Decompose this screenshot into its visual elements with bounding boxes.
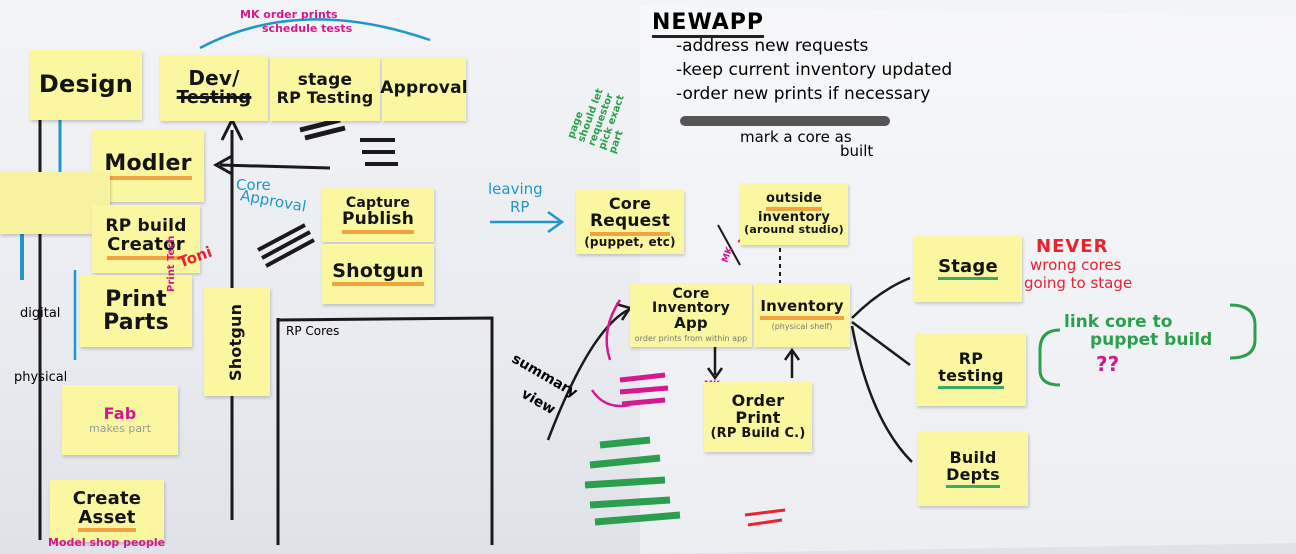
note-dev-struck: Testing <box>176 87 252 109</box>
note-fab-text: Fab <box>103 403 137 423</box>
note-stage-label: Stage <box>938 257 998 281</box>
note-order-1: Order <box>731 391 785 411</box>
note-dev: Dev/ Testing <box>160 55 268 121</box>
note-stage-rp-testing: stage RP Testing <box>270 57 380 121</box>
core-approval-1: Core <box>236 176 271 194</box>
puppet-build-label: puppet build <box>1090 330 1213 350</box>
note-inventory: Inventory (physical shelf) <box>754 283 850 347</box>
note-shotgun-vertical-text: Shotgun <box>226 303 246 381</box>
newapp-bullet-5: built <box>840 142 874 160</box>
note-rp-testing: RP testing <box>916 334 1026 406</box>
newapp-bullet-3: -order new prints if necessary <box>676 84 931 104</box>
note-outside-2: inventory <box>757 209 831 225</box>
print-tech-label: Print Tech <box>166 235 177 292</box>
note-create-text: Create <box>72 487 142 509</box>
note-core-inv-small: order prints from within app <box>634 333 748 343</box>
note-rp-testing-1: RP <box>958 349 984 369</box>
note-shotgun-vertical: Shotgun <box>204 288 270 396</box>
question-marks: ?? <box>1096 352 1120 376</box>
note-inventory-small: (physical shelf) <box>771 321 833 331</box>
link-core-label: link core to <box>1064 312 1173 332</box>
note-order-print: Order Print (RP Build C.) <box>704 382 812 452</box>
note-order-3: (RP Build C.) <box>710 425 806 441</box>
note-core-request: Core Request (puppet, etc) <box>576 190 684 254</box>
model-shop-label: Model shop people <box>48 536 166 549</box>
wrong-cores-label: wrong cores <box>1030 256 1122 274</box>
note-approval: Approval <box>380 57 468 121</box>
physical-label: physical <box>14 370 68 385</box>
note-build-1: Build <box>949 448 997 468</box>
never-label: NEVER <box>1036 236 1109 257</box>
note-design-text: Design <box>38 70 134 99</box>
note-modeler-text: Modler <box>104 152 192 181</box>
newapp-bullet-2: -keep current inventory updated <box>676 60 953 80</box>
mk-order-label: MK order prints <box>240 8 338 21</box>
note-inventory-text: Inventory <box>760 298 844 320</box>
note-stage: Stage <box>914 236 1022 302</box>
note-blurred <box>0 172 110 234</box>
note-capture-text: Capture <box>345 195 411 212</box>
note-outside-inventory: outside inventory (around studio) <box>740 183 848 245</box>
note-approval-text: Approval <box>380 78 468 99</box>
newapp-bullet-4: mark a core as <box>740 128 852 146</box>
schedule-tests-label: schedule tests <box>262 22 353 35</box>
note-build-depts: Build Depts <box>918 432 1028 506</box>
note-core-req-2: Request <box>589 212 671 236</box>
note-order-2: Print <box>735 408 781 428</box>
rp-cores-label: RP Cores <box>286 324 340 338</box>
newapp-bullet-1: -address new requests <box>676 36 869 56</box>
going-to-stage-label: going to stage <box>1024 274 1133 292</box>
note-shotgun-top: Shotgun <box>322 244 434 304</box>
note-dev-text: Dev/ <box>188 66 240 91</box>
note-rp-build-text: RP build <box>105 216 187 237</box>
note-capture-publish: Capture Publish <box>322 188 434 242</box>
note-print-parts: Print Parts <box>80 275 192 347</box>
note-print-text: Print <box>105 286 167 312</box>
note-fab: Fab makes part <box>62 385 178 455</box>
note-core-inventory-app: Core Inventory App order prints from wit… <box>630 283 752 347</box>
note-fab-small: makes part <box>89 421 151 435</box>
note-design: Design <box>30 50 142 120</box>
note-modeler: Modler <box>92 130 204 202</box>
note-core-req-3: (puppet, etc) <box>584 234 676 249</box>
digital-label: digital <box>20 306 61 321</box>
note-stage-text: stage <box>297 69 353 90</box>
scribbled-bullet <box>680 116 890 126</box>
rp-label: RP <box>510 198 530 216</box>
note-rp-build-creator: RP build Creator <box>92 205 200 273</box>
note-build-2: Depts <box>946 466 1000 488</box>
leaving-label: leaving <box>488 180 543 198</box>
note-core-req-1: Core <box>608 193 652 213</box>
note-rp-testing-text: RP Testing <box>276 87 374 107</box>
note-outside-3: (around studio) <box>744 223 844 237</box>
note-core-inv-2: App <box>674 314 708 333</box>
note-publish-text: Publish <box>341 210 414 234</box>
note-creator-text: Creator <box>107 235 185 260</box>
note-rp-testing-2: testing <box>938 367 1004 389</box>
note-asset-text: Asset <box>78 508 136 533</box>
note-core-inv-1: Core Inventory <box>652 285 730 317</box>
note-shotgun-top-text: Shotgun <box>332 261 424 287</box>
note-outside-1: outside <box>765 192 823 211</box>
newapp-title: NEWAPP <box>652 10 764 38</box>
note-create-asset: Create Asset <box>50 480 164 542</box>
note-parts-text: Parts <box>103 310 169 335</box>
